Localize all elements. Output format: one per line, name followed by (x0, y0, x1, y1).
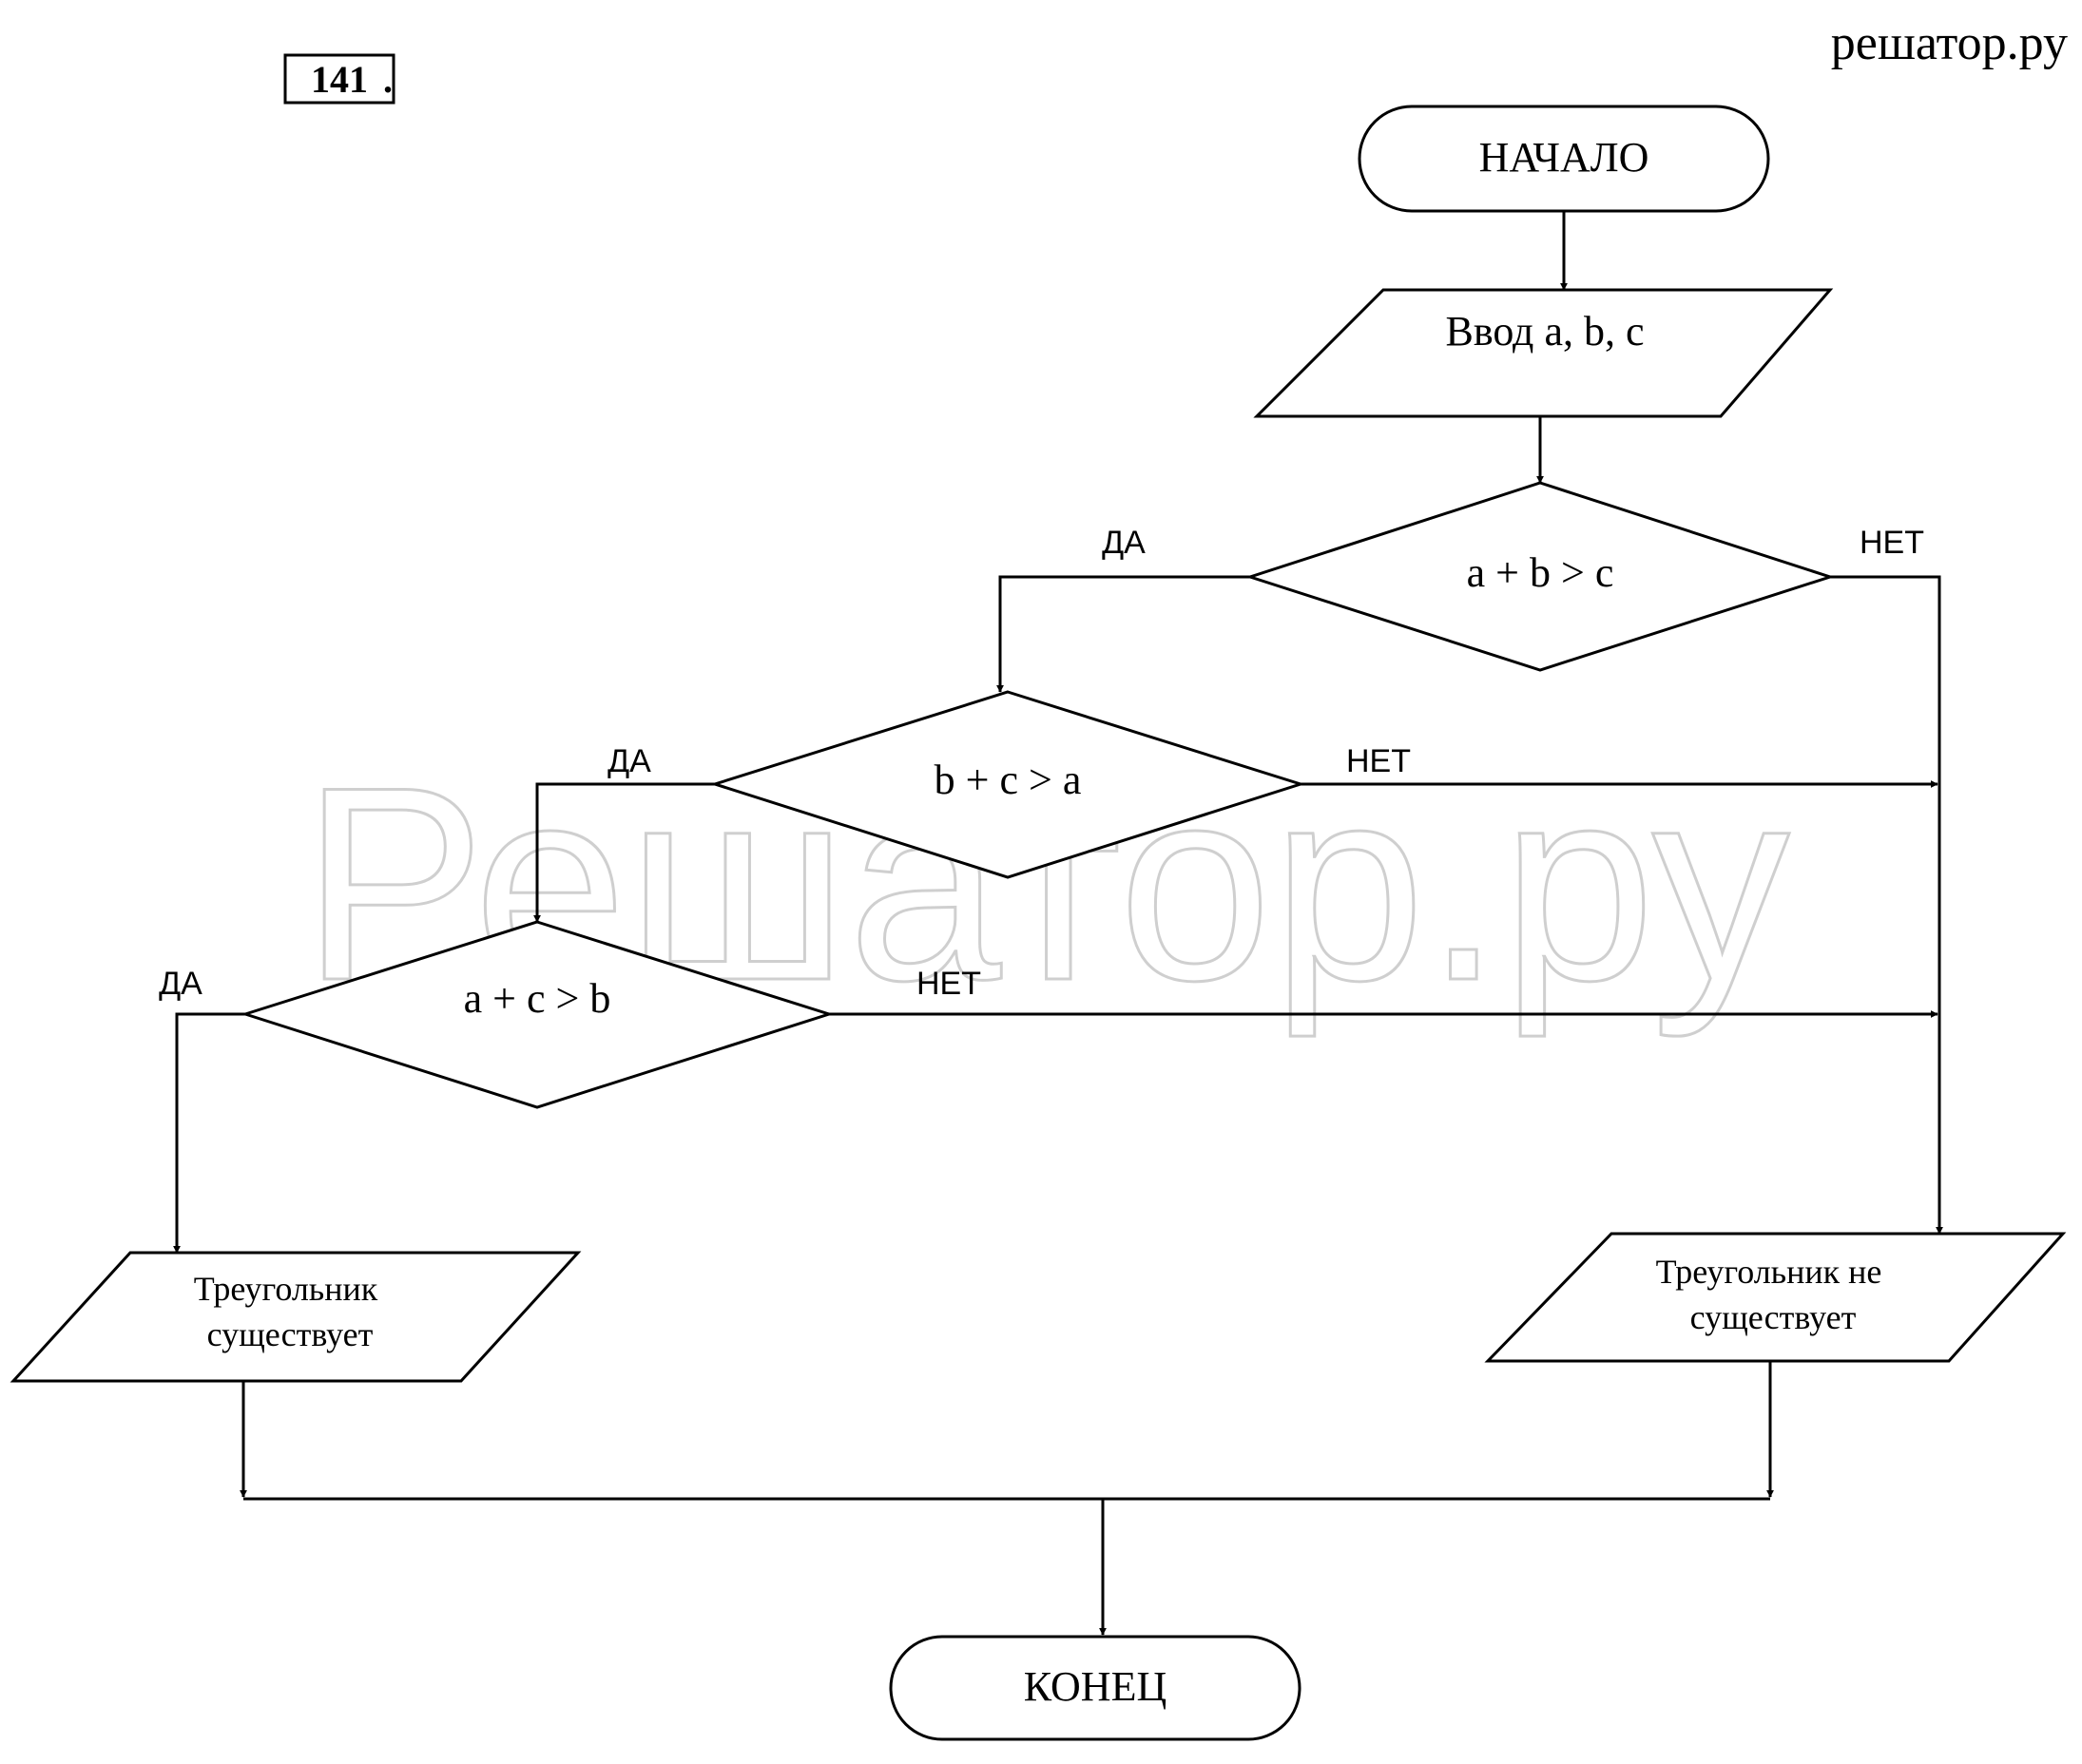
cond1-no-connector (1830, 575, 1943, 1235)
output-exists-line-1: Треугольник (194, 1270, 378, 1308)
condition-1-label: a + b > c (1467, 549, 1614, 596)
end-label: КОНЕЦ (1024, 1663, 1166, 1710)
output-exists-parallelogram (10, 1251, 582, 1383)
start-label: НАЧАЛО (1479, 134, 1649, 181)
input-label: Ввод a, b, c (1446, 308, 1645, 355)
output-not-exists-line-2: существует (1690, 1298, 1857, 1336)
cond2-yes-label: ДА (607, 743, 651, 779)
output-exists-line-2: существует (207, 1315, 374, 1353)
cond3-yes-connector (173, 1012, 245, 1254)
cond1-yes-connector (996, 575, 1250, 693)
problem-number: 141 (311, 58, 368, 101)
output-not-exists-line-1: Треугольник не (1656, 1253, 1882, 1291)
condition-3-label: a + c > b (464, 975, 611, 1022)
cond3-yes-label: ДА (159, 966, 202, 1002)
condition-1-diamond (1245, 481, 1835, 672)
problem-number-box (283, 53, 395, 105)
condition-2-label: b + c > a (935, 757, 1082, 803)
site-label: решатор.ру (1831, 16, 2068, 70)
problem-number-dot: . (383, 58, 393, 101)
condition-2-diamond (710, 690, 1305, 879)
cond1-yes-label: ДА (1102, 525, 1146, 561)
cond2-yes-connector (533, 782, 715, 923)
end-terminator (889, 1635, 1301, 1741)
output-exists-label: Треугольник существует (194, 1270, 387, 1353)
cond2-no-label: НЕТ (1346, 743, 1411, 779)
cond3-no-label: НЕТ (916, 966, 981, 1002)
output-not-exists-parallelogram (1484, 1232, 2067, 1363)
condition-3-diamond (241, 920, 834, 1109)
input-parallelogram (1253, 288, 1834, 418)
output-not-exists-label: Треугольник не существует (1656, 1253, 1891, 1336)
cond1-no-label: НЕТ (1860, 525, 1924, 561)
